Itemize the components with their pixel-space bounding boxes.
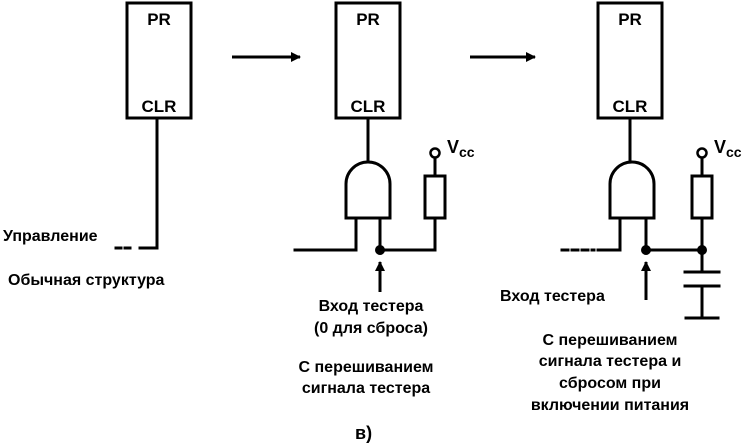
right-tester-input-label: Вход тестера <box>500 288 605 305</box>
right-clr-label: CLR <box>613 97 648 116</box>
middle-clr-label: CLR <box>351 97 386 116</box>
right-flipflop: PR CLR <box>596 1 664 120</box>
left-clr-label: CLR <box>142 97 177 116</box>
right-caption-line-2: сигнала тестера и <box>539 353 682 370</box>
right-flipflop-block <box>596 1 664 120</box>
normal-structure-label: Обычная структура <box>8 272 165 289</box>
right-and-gate <box>608 160 656 220</box>
middle-vcc-label: Vcc <box>447 137 475 160</box>
right-junction-left <box>641 245 651 255</box>
left-pr-label: PR <box>147 10 171 29</box>
middle-vcc-terminal <box>429 147 441 159</box>
middle-tester-input-note: (0 для сброса) <box>314 320 428 337</box>
middle-pr-label: PR <box>356 10 380 29</box>
right-gate-input-b <box>644 216 704 252</box>
control-label: Управление <box>3 228 98 245</box>
middle-pullup-resistor <box>423 174 447 220</box>
right-vcc-label: Vcc <box>714 137 742 160</box>
middle-tester-input-label: Вход тестера <box>319 298 424 315</box>
right-vcc-terminal <box>696 147 708 159</box>
middle-gate-input-a <box>303 216 358 252</box>
right-caption-line-1: С перешиванием <box>543 332 678 349</box>
figure-tag: в) <box>355 423 372 443</box>
middle-caption-line-2: сигнала тестера <box>302 380 430 397</box>
middle-flipflop-block <box>334 1 402 120</box>
middle-gate-input-b <box>378 216 437 252</box>
left-flipflop: PR CLR <box>125 1 193 120</box>
right-pullup-resistor <box>690 174 714 220</box>
right-caption-line-3: сбросом при <box>559 375 661 392</box>
middle-flipflop: PR CLR <box>334 1 402 120</box>
right-gate-input-a <box>596 216 622 252</box>
middle-junction <box>375 245 385 255</box>
left-flipflop-block <box>125 1 193 120</box>
middle-and-gate <box>344 160 392 220</box>
left-control-wire <box>138 118 159 250</box>
right-caption-line-4: включении питания <box>531 397 689 414</box>
middle-caption-line-1: С перешиванием <box>299 359 434 376</box>
right-pr-label: PR <box>618 10 642 29</box>
